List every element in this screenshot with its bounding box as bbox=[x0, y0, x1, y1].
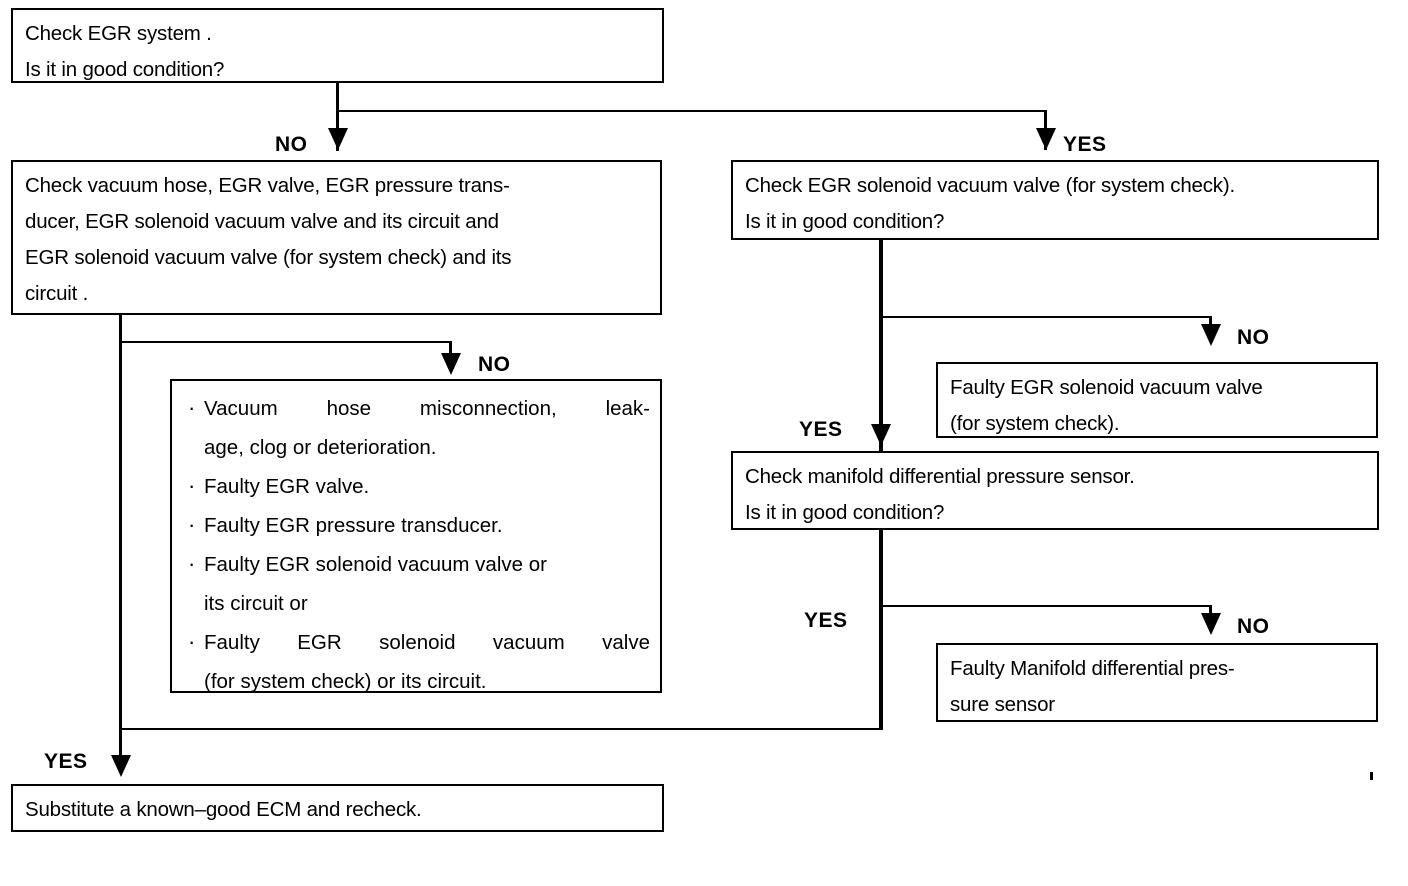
arrow-start-yes bbox=[1036, 128, 1056, 150]
list-item-line1: Vacuum hose misconnection, leak- bbox=[204, 397, 650, 420]
node-check-manifold-sensor[interactable]: Check manifold differential pressure sen… bbox=[731, 451, 1379, 530]
connector-solenoid-spine bbox=[879, 240, 883, 452]
node-faulty-manifold-sensor[interactable]: Faulty Manifold differential pres- sure … bbox=[936, 643, 1378, 722]
node-check-vacuum-hose-line4: circuit . bbox=[25, 282, 89, 305]
node-faulty-solenoid-valve[interactable]: Faulty EGR solenoid vacuum valve (for sy… bbox=[936, 362, 1378, 438]
node-check-solenoid-valve-line1: Check EGR solenoid vacuum valve (for sys… bbox=[745, 174, 1235, 197]
list-item: Faulty EGR valve. bbox=[186, 466, 650, 506]
edge-label-solenoid-no: NO bbox=[1237, 326, 1270, 349]
edge-label-start-yes: YES bbox=[1063, 133, 1107, 156]
edge-label-vacuum-no: NO bbox=[478, 353, 511, 376]
node-check-manifold-sensor-line1: Check manifold differential pressure sen… bbox=[745, 465, 1135, 488]
edge-label-manifold-no: NO bbox=[1237, 615, 1270, 638]
node-check-egr-system-line2: Is it in good condition? bbox=[25, 58, 225, 81]
node-faulty-manifold-sensor-line1: Faulty Manifold differential pres- bbox=[950, 657, 1235, 680]
node-check-vacuum-hose[interactable]: Check vacuum hose, EGR valve, EGR pressu… bbox=[11, 160, 662, 315]
list-item-line1: Faulty EGR solenoid vacuum valve bbox=[204, 631, 650, 654]
list-item: Faulty EGR pressure transducer. bbox=[186, 505, 650, 545]
list-item-line1: Faulty EGR pressure transducer. bbox=[204, 514, 503, 537]
arrow-solenoid-yes bbox=[871, 424, 891, 446]
edge-label-vacuum-yes: YES bbox=[44, 750, 88, 773]
connector-manifold-no-branch bbox=[879, 605, 1212, 607]
node-check-egr-system[interactable]: Check EGR system . Is it in good conditi… bbox=[11, 8, 664, 83]
connector-start-split bbox=[336, 110, 1046, 112]
node-faulty-solenoid-valve-line1: Faulty EGR solenoid vacuum valve bbox=[950, 376, 1263, 399]
connector-bottom-join bbox=[119, 728, 883, 730]
node-check-manifold-sensor-line2: Is it in good condition? bbox=[745, 501, 945, 524]
connector-manifold-spine bbox=[879, 530, 883, 730]
arrow-vacuum-no bbox=[441, 353, 461, 375]
node-substitute-ecm-line1: Substitute a known–good ECM and recheck. bbox=[25, 798, 422, 821]
arrow-manifold-no bbox=[1201, 613, 1221, 635]
node-check-solenoid-valve-line2: Is it in good condition? bbox=[745, 210, 945, 233]
arrow-solenoid-no bbox=[1201, 324, 1221, 346]
node-check-solenoid-valve[interactable]: Check EGR solenoid vacuum valve (for sys… bbox=[731, 160, 1379, 240]
node-faulty-solenoid-valve-line2: (for system check). bbox=[950, 412, 1120, 435]
list-item-line1: Faulty EGR solenoid vacuum valve or bbox=[204, 553, 547, 576]
connector-manifold-no-stem bbox=[1209, 605, 1212, 619]
node-check-vacuum-hose-line3: EGR solenoid vacuum valve (for system ch… bbox=[25, 246, 512, 269]
list-item: Faulty EGR solenoid vacuum valve (for sy… bbox=[186, 622, 650, 701]
connector-solenoid-no-branch bbox=[879, 316, 1212, 318]
node-check-egr-system-line1: Check EGR system . bbox=[25, 22, 212, 45]
edge-label-start-no: NO bbox=[275, 133, 308, 156]
list-item-line2: (for system check) or its circuit. bbox=[204, 670, 487, 693]
list-item-line1: Faulty EGR valve. bbox=[204, 475, 370, 498]
node-faulty-manifold-sensor-line2: sure sensor bbox=[950, 693, 1055, 716]
node-substitute-ecm[interactable]: Substitute a known–good ECM and recheck. bbox=[11, 784, 664, 832]
connector-vacuum-no-stem bbox=[449, 341, 452, 360]
arrow-final-yes bbox=[111, 755, 131, 777]
arrow-start-no bbox=[328, 128, 348, 150]
list-item: Vacuum hose misconnection, leak- age, cl… bbox=[186, 388, 650, 467]
list-item: Faulty EGR solenoid vacuum valve or its … bbox=[186, 544, 650, 623]
connector-start-stem bbox=[336, 83, 339, 151]
connector-solenoid-no-stem bbox=[1209, 316, 1212, 330]
connector-vacuum-no-branch bbox=[119, 341, 451, 343]
node-check-vacuum-hose-line2: ducer, EGR solenoid vacuum valve and its… bbox=[25, 210, 499, 233]
edge-label-manifold-yes: YES bbox=[804, 609, 848, 632]
node-check-vacuum-hose-line1: Check vacuum hose, EGR valve, EGR pressu… bbox=[25, 174, 510, 197]
node-fault-list[interactable]: Vacuum hose misconnection, leak- age, cl… bbox=[170, 379, 662, 693]
scan-speck bbox=[1370, 772, 1373, 780]
list-item-line2: its circuit or bbox=[204, 592, 308, 615]
list-item-line2: age, clog or deterioration. bbox=[204, 436, 437, 459]
connector-vacuum-spine bbox=[119, 315, 122, 755]
edge-label-solenoid-yes: YES bbox=[799, 418, 843, 441]
